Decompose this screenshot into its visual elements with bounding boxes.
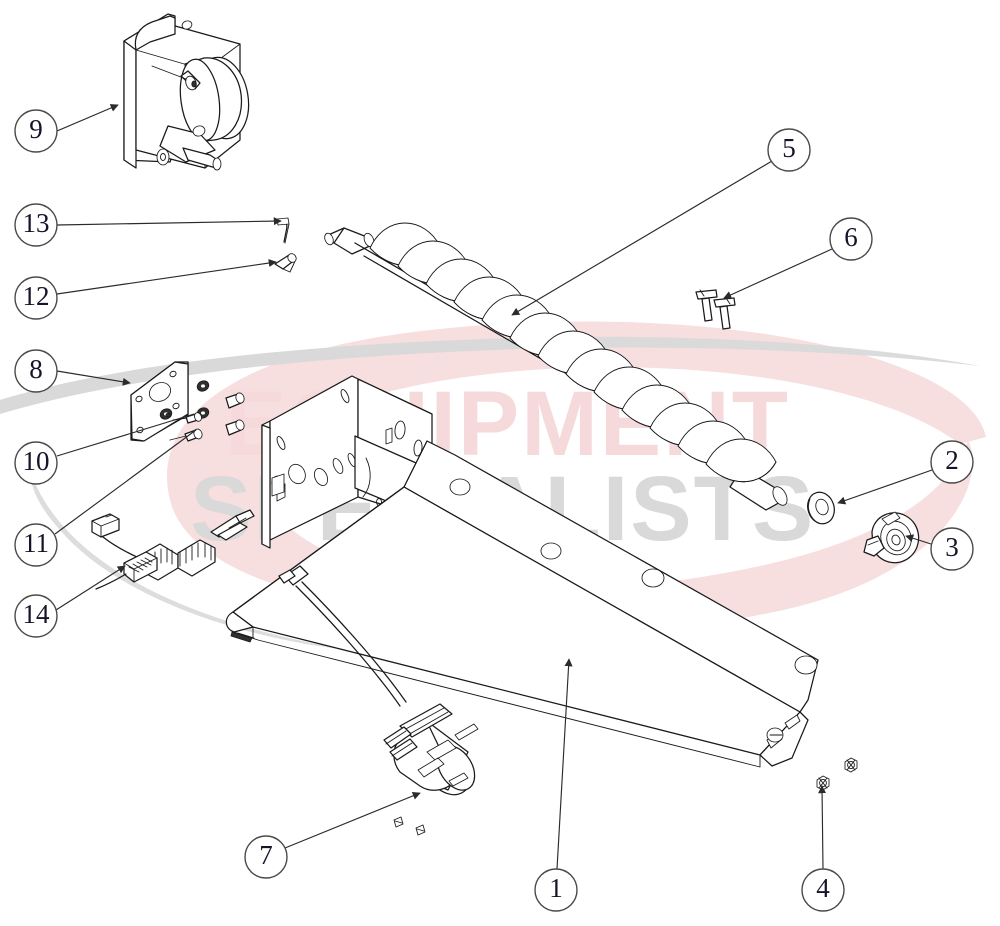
callout-circle-1[interactable] xyxy=(534,868,578,912)
part-mounting-plate xyxy=(130,361,189,442)
callout-1[interactable]: 1 xyxy=(534,658,578,912)
part-auger-trough-assembly xyxy=(225,375,819,768)
callout-9[interactable]: 9 xyxy=(14,104,119,153)
leader-line-7 xyxy=(284,792,421,849)
leader-line-3 xyxy=(905,534,932,545)
leader-line-12 xyxy=(56,259,277,295)
callout-label-11: 11 xyxy=(23,528,49,558)
leader-line-8 xyxy=(56,370,131,386)
callout-circle-2[interactable] xyxy=(930,440,974,484)
leader-line-1 xyxy=(556,658,573,870)
callout-2[interactable]: 2 xyxy=(837,440,974,505)
leader-line-11 xyxy=(54,429,197,535)
callout-label-1: 1 xyxy=(549,873,563,903)
callout-13[interactable]: 13 xyxy=(14,203,282,247)
callout-label-12: 12 xyxy=(23,281,50,311)
part-gear-motor xyxy=(123,13,250,171)
callout-label-13: 13 xyxy=(23,208,50,238)
callout-circle-7[interactable] xyxy=(244,835,288,879)
part-carriage-bolt-set xyxy=(169,392,245,442)
callout-11[interactable]: 11 xyxy=(14,429,197,567)
part-hex-nut-pair xyxy=(816,757,858,791)
part-auger-shaft xyxy=(324,222,788,511)
leader-line-13 xyxy=(56,217,282,226)
callout-8[interactable]: 8 xyxy=(14,349,131,393)
callout-label-6: 6 xyxy=(844,222,858,252)
callout-circle-14[interactable] xyxy=(14,594,58,638)
leader-line-10 xyxy=(56,413,195,457)
watermark-gray-swoosh-lower xyxy=(30,470,350,650)
leader-line-4 xyxy=(818,785,827,870)
leader-line-9 xyxy=(56,104,119,132)
watermark-gray-swoosh xyxy=(0,336,980,414)
leader-line-2 xyxy=(837,469,933,505)
leader-line-14 xyxy=(55,565,126,611)
callout-4[interactable]: 4 xyxy=(801,785,845,912)
callout-circle-9[interactable] xyxy=(14,109,58,153)
part-roll-pin xyxy=(274,253,297,273)
callout-3[interactable]: 3 xyxy=(905,527,974,571)
part-vibrator-motor xyxy=(278,565,479,836)
leader-line-5 xyxy=(511,160,773,316)
leader-line-6 xyxy=(723,248,833,299)
callout-label-5: 5 xyxy=(782,133,796,163)
callout-circle-5[interactable] xyxy=(767,128,811,172)
callout-circle-11[interactable] xyxy=(14,523,58,567)
part-flange-bearing xyxy=(863,511,920,564)
callout-label-2: 2 xyxy=(945,445,959,475)
callout-label-3: 3 xyxy=(945,532,959,562)
callout-12[interactable]: 12 xyxy=(14,259,277,320)
callout-10[interactable]: 10 xyxy=(14,413,195,485)
callout-label-9: 9 xyxy=(29,114,43,144)
callout-label-4: 4 xyxy=(816,873,830,903)
callout-circle-4[interactable] xyxy=(801,868,845,912)
part-wiring-harness xyxy=(91,509,255,590)
callout-label-10: 10 xyxy=(23,446,50,476)
callout-circle-3[interactable] xyxy=(930,527,974,571)
callout-circle-13[interactable] xyxy=(14,203,58,247)
callout-circle-12[interactable] xyxy=(14,276,58,320)
callout-circle-10[interactable] xyxy=(14,441,58,485)
callout-14[interactable]: 14 xyxy=(14,565,126,638)
callout-7[interactable]: 7 xyxy=(244,792,421,879)
callout-circle-6[interactable] xyxy=(829,217,873,261)
callout-label-8: 8 xyxy=(29,354,43,384)
callout-label-7: 7 xyxy=(259,840,273,870)
part-flat-washer xyxy=(807,491,835,525)
callout-5[interactable]: 5 xyxy=(511,128,811,316)
callout-label-14: 14 xyxy=(23,599,51,629)
callout-circle-8[interactable] xyxy=(14,349,58,393)
callout-6[interactable]: 6 xyxy=(723,217,873,299)
